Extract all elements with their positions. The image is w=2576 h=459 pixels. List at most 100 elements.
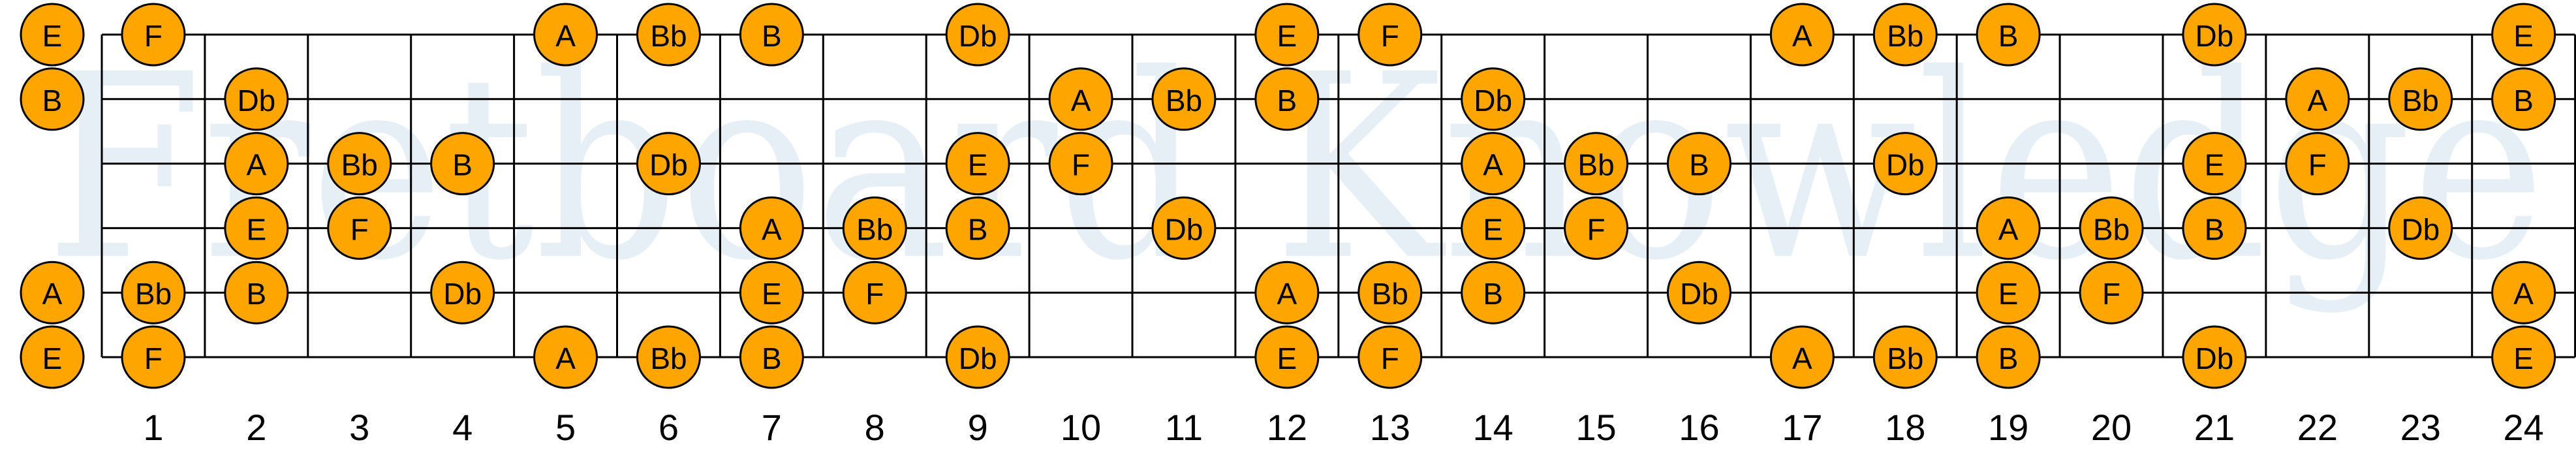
note-circle (1358, 3, 1423, 67)
note-circle (1872, 325, 1938, 389)
note-label: F (2308, 148, 2327, 182)
note-marker: F (2285, 132, 2350, 196)
note-circle (2285, 67, 2350, 131)
note-circle (842, 196, 907, 260)
note-marker: Db (945, 325, 1010, 389)
note-marker: Bb (121, 261, 186, 324)
note-marker: B (1666, 132, 1731, 196)
note-marker: Bb (1564, 132, 1629, 196)
note-marker: F (121, 3, 186, 67)
note-circle (636, 132, 701, 196)
note-marker: A (1976, 196, 2041, 260)
note-marker: F (2079, 261, 2144, 324)
note-label: Db (2196, 19, 2234, 53)
note-marker: A (533, 325, 598, 389)
note-label: E (968, 148, 988, 182)
note-circle (2491, 67, 2556, 131)
note-label: F (144, 341, 163, 375)
note-circle (2182, 196, 2247, 260)
note-circle (1254, 3, 1320, 67)
note-label: A (762, 212, 782, 246)
note-marker: Db (2182, 3, 2247, 67)
note-circle (1872, 3, 1938, 67)
note-marker: Bb (1872, 3, 1938, 67)
note-circle (2491, 325, 2556, 389)
note-marker: E (2182, 132, 2247, 196)
fret-number: 16 (1679, 407, 1719, 448)
note-label: F (144, 19, 163, 53)
fret-number: 2 (246, 407, 266, 448)
fret-number: 20 (2091, 407, 2132, 448)
note-circle (1461, 261, 1526, 324)
note-label: E (1998, 277, 2019, 311)
note-circle (945, 3, 1010, 67)
note-label: Bb (650, 341, 687, 375)
note-label: B (762, 341, 782, 375)
fret-number: 12 (1267, 407, 1307, 448)
note-marker: Bb (1872, 325, 1938, 389)
note-label: Db (959, 341, 997, 375)
note-label: A (555, 341, 576, 375)
note-circle (739, 325, 804, 389)
note-circle (1976, 3, 2041, 67)
note-circle (20, 325, 85, 389)
note-circle (1564, 132, 1629, 196)
note-circle (945, 196, 1010, 260)
note-marker: E (1254, 325, 1320, 389)
note-label: B (1277, 84, 1297, 118)
fret-number: 14 (1473, 407, 1513, 448)
note-circle (2182, 3, 2247, 67)
note-marker: E (1976, 261, 2041, 324)
note-marker: Bb (2388, 67, 2453, 131)
note-circle (2285, 132, 2350, 196)
note-label: B (1998, 341, 2019, 375)
note-label: B (1483, 277, 1503, 311)
note-marker: A (1769, 3, 1835, 67)
note-label: A (1792, 341, 1812, 375)
note-circle (121, 325, 186, 389)
note-marker: A (224, 132, 289, 196)
note-circle (1872, 132, 1938, 196)
note-circle (1666, 132, 1731, 196)
note-marker: A (2491, 261, 2556, 324)
note-marker: B (430, 132, 495, 196)
note-circle (2388, 196, 2453, 260)
note-label: A (555, 19, 576, 53)
note-circle (1461, 132, 1526, 196)
note-marker: A (1048, 67, 1113, 131)
note-marker: Db (1666, 261, 1731, 324)
note-marker: A (533, 3, 598, 67)
note-label: E (2513, 341, 2534, 375)
note-circle (739, 261, 804, 324)
note-marker: F (1564, 196, 1629, 260)
note-circle (224, 196, 289, 260)
note-circle (1461, 196, 1526, 260)
note-marker: F (121, 325, 186, 389)
fret-number: 24 (2504, 407, 2544, 448)
note-label: Bb (1887, 341, 1923, 375)
note-label: A (1277, 277, 1297, 311)
note-circle (2079, 196, 2144, 260)
fret-number: 21 (2194, 407, 2235, 448)
note-circle (20, 67, 85, 131)
note-circle (1254, 261, 1320, 324)
note-circle (1048, 67, 1113, 131)
note-label: B (2205, 212, 2225, 246)
note-label: F (1587, 212, 1605, 246)
fret-number: 19 (1988, 407, 2028, 448)
note-label: Db (1165, 212, 1203, 246)
note-circle (20, 261, 85, 324)
note-label: Bb (1887, 19, 1923, 53)
note-circle (2182, 325, 2247, 389)
note-label: Db (443, 277, 482, 311)
note-marker: A (20, 261, 85, 324)
fret-number: 5 (555, 407, 576, 448)
note-marker: F (327, 196, 392, 260)
note-marker: Db (224, 67, 289, 131)
note-marker: F (1358, 325, 1423, 389)
note-label: A (1071, 84, 1091, 118)
note-circle (533, 325, 598, 389)
note-marker: B (1976, 325, 2041, 389)
fret-number: 18 (1885, 407, 1925, 448)
note-label: E (247, 212, 267, 246)
